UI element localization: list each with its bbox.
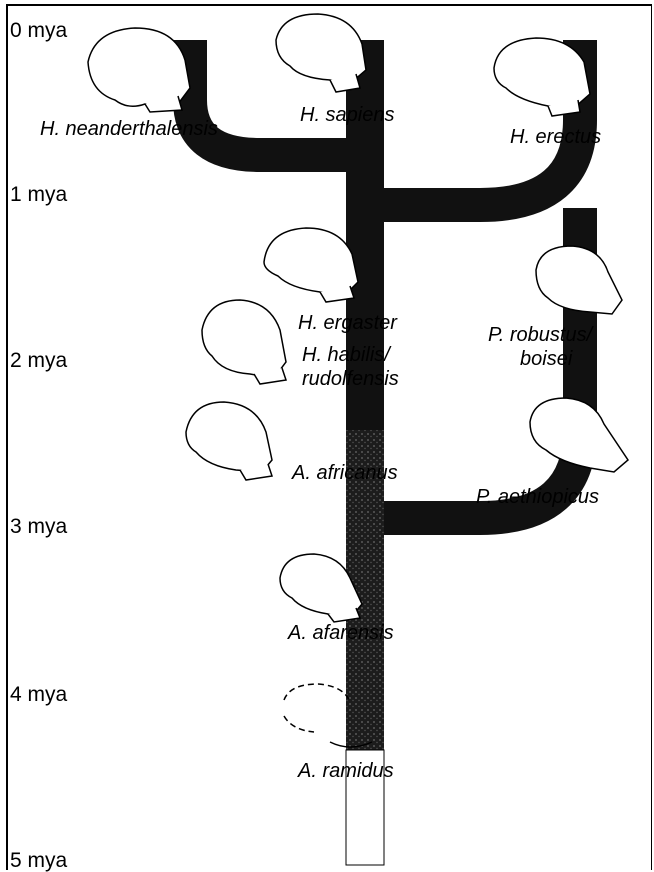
skull-aethiopicus-icon	[530, 398, 628, 472]
label-habilis-line2: rudolfensis	[302, 368, 399, 390]
skull-habilis-icon	[202, 300, 286, 384]
label-habilis-line1: H. habilis/	[302, 344, 390, 366]
label-robustus-line1: P. robustus/	[488, 324, 592, 346]
skull-robustus-icon	[536, 246, 622, 314]
tick-5-mya: 5 mya	[10, 850, 67, 871]
tick-3-mya: 3 mya	[10, 516, 67, 537]
label-ramidus: A. ramidus	[298, 760, 394, 782]
skull-ergaster-icon	[264, 228, 358, 302]
tick-4-mya: 4 mya	[10, 684, 67, 705]
tick-2-mya: 2 mya	[10, 350, 67, 371]
skull-africanus-icon	[186, 402, 272, 480]
label-afarensis: A. afarensis	[288, 622, 394, 644]
label-africanus: A. africanus	[292, 462, 398, 484]
label-ergaster: H. ergaster	[298, 312, 397, 334]
skull-sapiens-icon	[276, 14, 366, 92]
label-aethiopicus: P. aethiopicus	[476, 486, 599, 508]
label-robustus-line2: boisei	[520, 348, 572, 370]
label-neanderthalensis: H. neanderthalensis	[40, 118, 218, 140]
label-sapiens: H. sapiens	[300, 104, 395, 126]
tick-0-mya: 0 mya	[10, 20, 67, 41]
label-erectus: H. erectus	[510, 126, 601, 148]
tick-1-mya: 1 mya	[10, 184, 67, 205]
